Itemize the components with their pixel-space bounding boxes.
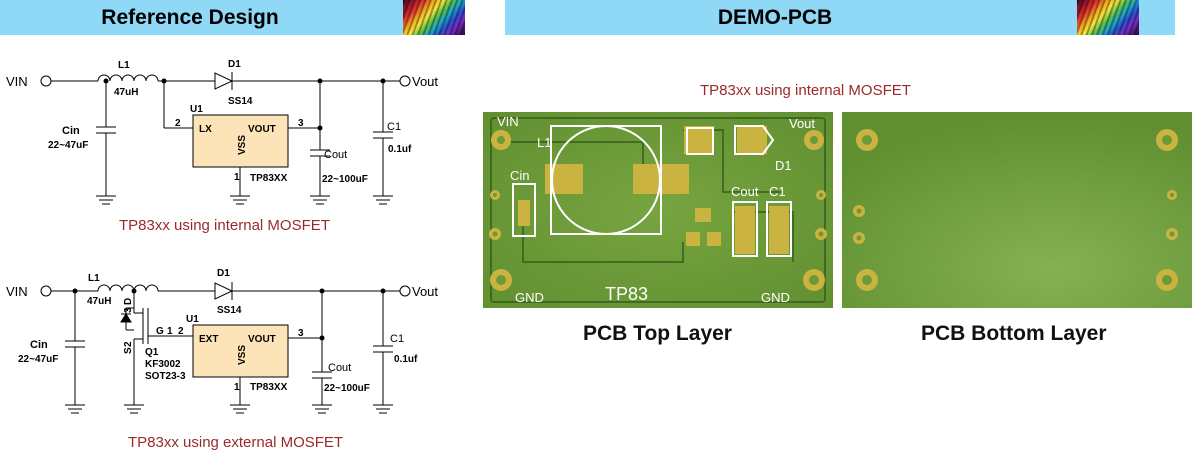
vout-label: Vout [412,74,438,89]
svg-text:Cout: Cout [731,184,759,199]
svg-text:VOUT: VOUT [248,124,276,135]
svg-text:3: 3 [298,118,304,129]
svg-text:SOT23-3: SOT23-3 [145,371,186,382]
svg-text:LX: LX [199,124,212,135]
left-header-bar: Reference Design [0,0,465,35]
pcb-top-vias [489,130,827,291]
caption-internal-mosfet: TP83xx using internal MOSFET [119,217,330,234]
svg-text:2: 2 [123,341,134,347]
svg-text:D: D [123,298,134,305]
svg-text:KF3002: KF3002 [145,359,181,370]
ground-symbols-bottom [65,404,393,414]
svg-text:TP83: TP83 [605,284,648,304]
right-header-rainbow-logo [1077,0,1139,35]
vin-label-bottom: VIN [6,284,28,299]
svg-text:1: 1 [234,382,240,393]
svg-text:VSS: VSS [237,135,248,155]
pcb-bottom-layer-label: PCB Bottom Layer [921,322,1107,345]
ic-tp83xx-top [192,114,289,168]
pcb-bottom-vias [853,129,1178,291]
svg-text:VIN: VIN [497,114,519,129]
svg-text:22~100uF: 22~100uF [324,383,370,394]
svg-text:SS14: SS14 [228,96,253,107]
svg-text:1: 1 [234,172,240,183]
ic-tp83xx-bottom [192,324,289,378]
svg-text:SS14: SS14 [217,305,242,316]
svg-text:C1: C1 [769,184,786,199]
schematic-external-mosfet: VIN Vout L1 47uH D1 SS14 U1 2 3 1 EXT VO… [6,268,438,414]
svg-text:VSS: VSS [237,345,248,365]
svg-text:Cout: Cout [328,362,351,374]
svg-text:47uH: 47uH [114,87,138,98]
svg-text:L1: L1 [537,135,551,150]
schematic-internal-mosfet: VIN Vout L1 47uH D1 SS14 U1 2 3 1 LX VOU… [6,59,438,205]
svg-text:3: 3 [298,328,304,339]
svg-text:0.1uf: 0.1uf [388,144,412,155]
svg-text:D1: D1 [217,268,230,279]
pcb-top-layer-image: VIN Vout L1 D1 Cin Cout C1 GND GND TP83 [483,112,833,308]
svg-text:1: 1 [167,326,173,337]
svg-text:L1: L1 [118,60,130,71]
svg-text:S: S [123,347,134,354]
svg-text:0.1uf: 0.1uf [394,354,418,365]
svg-text:Vout: Vout [789,116,815,131]
left-header-title: Reference Design [101,6,279,29]
svg-text:2: 2 [175,118,181,129]
svg-text:C1: C1 [387,121,401,133]
svg-text:22~47uF: 22~47uF [18,354,58,365]
svg-text:G: G [156,326,164,337]
svg-text:Q1: Q1 [145,347,159,358]
svg-text:Cout: Cout [324,149,347,161]
pcb-bottom-layer-image [842,112,1192,308]
svg-text:U1: U1 [186,314,199,325]
pcb-top-layer-label: PCB Top Layer [583,322,732,345]
pcb-caption: TP83xx using internal MOSFET [700,82,911,99]
svg-text:Cin: Cin [30,339,48,351]
svg-text:L1: L1 [88,273,100,284]
svg-text:D1: D1 [775,158,792,173]
svg-text:TP83XX: TP83XX [250,382,288,393]
svg-text:3: 3 [123,307,134,313]
pcb-top-silkscreen [512,125,792,257]
right-header-bar: DEMO-PCB [505,0,1175,35]
ground-symbols [96,195,393,205]
right-header-title: DEMO-PCB [717,6,833,29]
svg-text:22~100uF: 22~100uF [322,174,368,185]
svg-text:2: 2 [178,326,184,337]
svg-text:U1: U1 [190,104,203,115]
svg-text:GND: GND [761,290,790,305]
svg-text:C1: C1 [390,333,404,345]
svg-text:TP83XX: TP83XX [250,173,288,184]
vin-label: VIN [6,74,28,89]
caption-external-mosfet: TP83xx using external MOSFET [128,434,344,451]
svg-text:Cin: Cin [62,125,80,137]
svg-text:VOUT: VOUT [248,334,276,345]
svg-text:22~47uF: 22~47uF [48,140,88,151]
svg-text:Cin: Cin [510,168,530,183]
svg-text:GND: GND [515,290,544,305]
svg-text:D1: D1 [228,59,241,70]
svg-text:EXT: EXT [199,334,218,345]
left-header-rainbow-logo [403,0,465,35]
vout-label-bottom: Vout [412,284,438,299]
svg-text:47uH: 47uH [87,296,111,307]
